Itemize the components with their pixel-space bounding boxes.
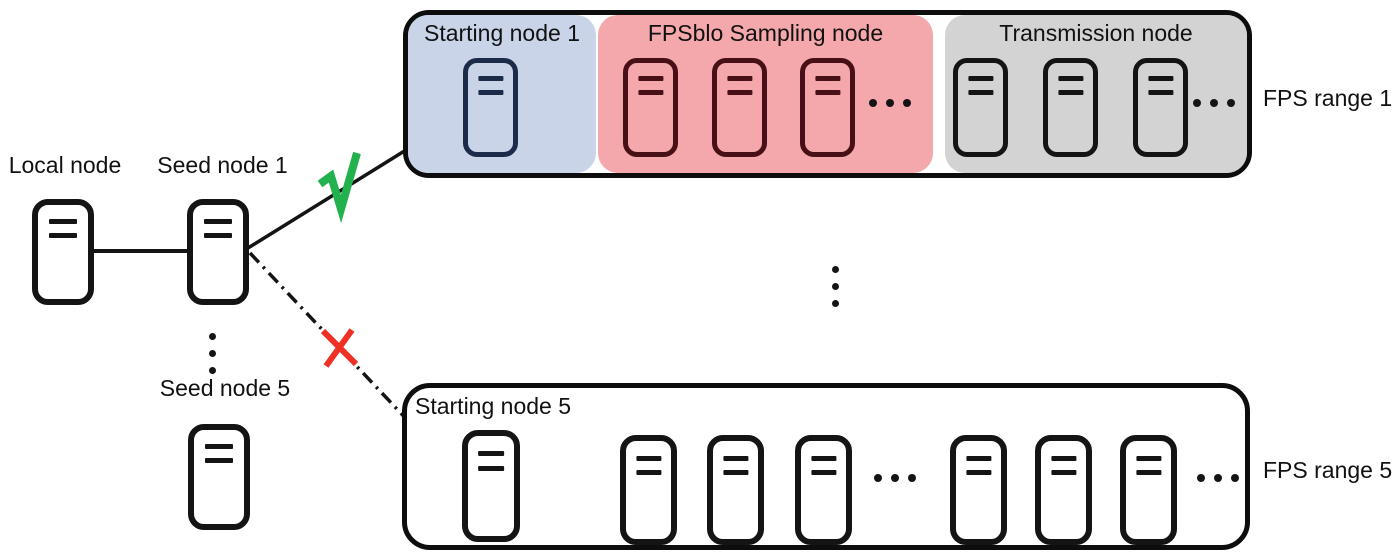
fpsblo-sampling-region-label: FPSblo Sampling node bbox=[647, 20, 884, 46]
horizontal-ellipsis-icon bbox=[1197, 474, 1239, 482]
check-icon bbox=[317, 151, 361, 224]
horizontal-ellipsis-icon bbox=[869, 99, 911, 107]
transmission-server-icon bbox=[1133, 58, 1188, 157]
vertical-ellipsis-icon bbox=[209, 333, 216, 374]
seed-node-5-label: Seed node 5 bbox=[159, 375, 291, 401]
cross-icon bbox=[320, 328, 359, 368]
local-node-label: Local node bbox=[8, 152, 122, 178]
local-node-server-icon bbox=[32, 199, 94, 305]
fps-range-1-box: Starting node 1 FPSblo Sampling node Tra… bbox=[403, 10, 1252, 178]
transmission-region-label: Transmission node bbox=[999, 20, 1193, 46]
horizontal-ellipsis-icon bbox=[1193, 99, 1235, 107]
seed-node-5-server-icon bbox=[188, 424, 250, 530]
starting-node-5-label: Starting node 5 bbox=[415, 393, 572, 419]
starting-node-1-server-icon bbox=[463, 58, 518, 157]
sampling-server-icon bbox=[712, 58, 767, 157]
seed-node-1-server-icon bbox=[187, 199, 249, 305]
transmission-region: Transmission node bbox=[945, 15, 1247, 173]
starting-node-5-server-icon bbox=[462, 430, 520, 542]
fps-range-5-label: FPS range 5 bbox=[1263, 457, 1393, 483]
horizontal-ellipsis-icon bbox=[874, 474, 916, 482]
range5-server-icon bbox=[950, 435, 1007, 545]
starting-node-1-region-label: Starting node 1 bbox=[423, 20, 580, 46]
range5-server-icon bbox=[1120, 435, 1177, 545]
fpsblo-sampling-region: FPSblo Sampling node bbox=[598, 15, 933, 173]
range5-server-icon bbox=[795, 435, 852, 545]
seed-node-1-label: Seed node 1 bbox=[157, 152, 288, 178]
starting-node-1-region: Starting node 1 bbox=[408, 15, 596, 173]
transmission-server-icon bbox=[953, 58, 1008, 157]
range5-server-icon bbox=[620, 435, 677, 545]
sampling-server-icon bbox=[623, 58, 678, 157]
fps-range-1-label: FPS range 1 bbox=[1263, 85, 1393, 111]
fps-range-5-box: Starting node 5 bbox=[402, 383, 1250, 550]
range5-server-icon bbox=[1035, 435, 1092, 545]
transmission-server-icon bbox=[1043, 58, 1098, 157]
range5-server-icon bbox=[707, 435, 764, 545]
sampling-server-icon bbox=[800, 58, 855, 157]
vertical-ellipsis-icon bbox=[832, 266, 839, 307]
